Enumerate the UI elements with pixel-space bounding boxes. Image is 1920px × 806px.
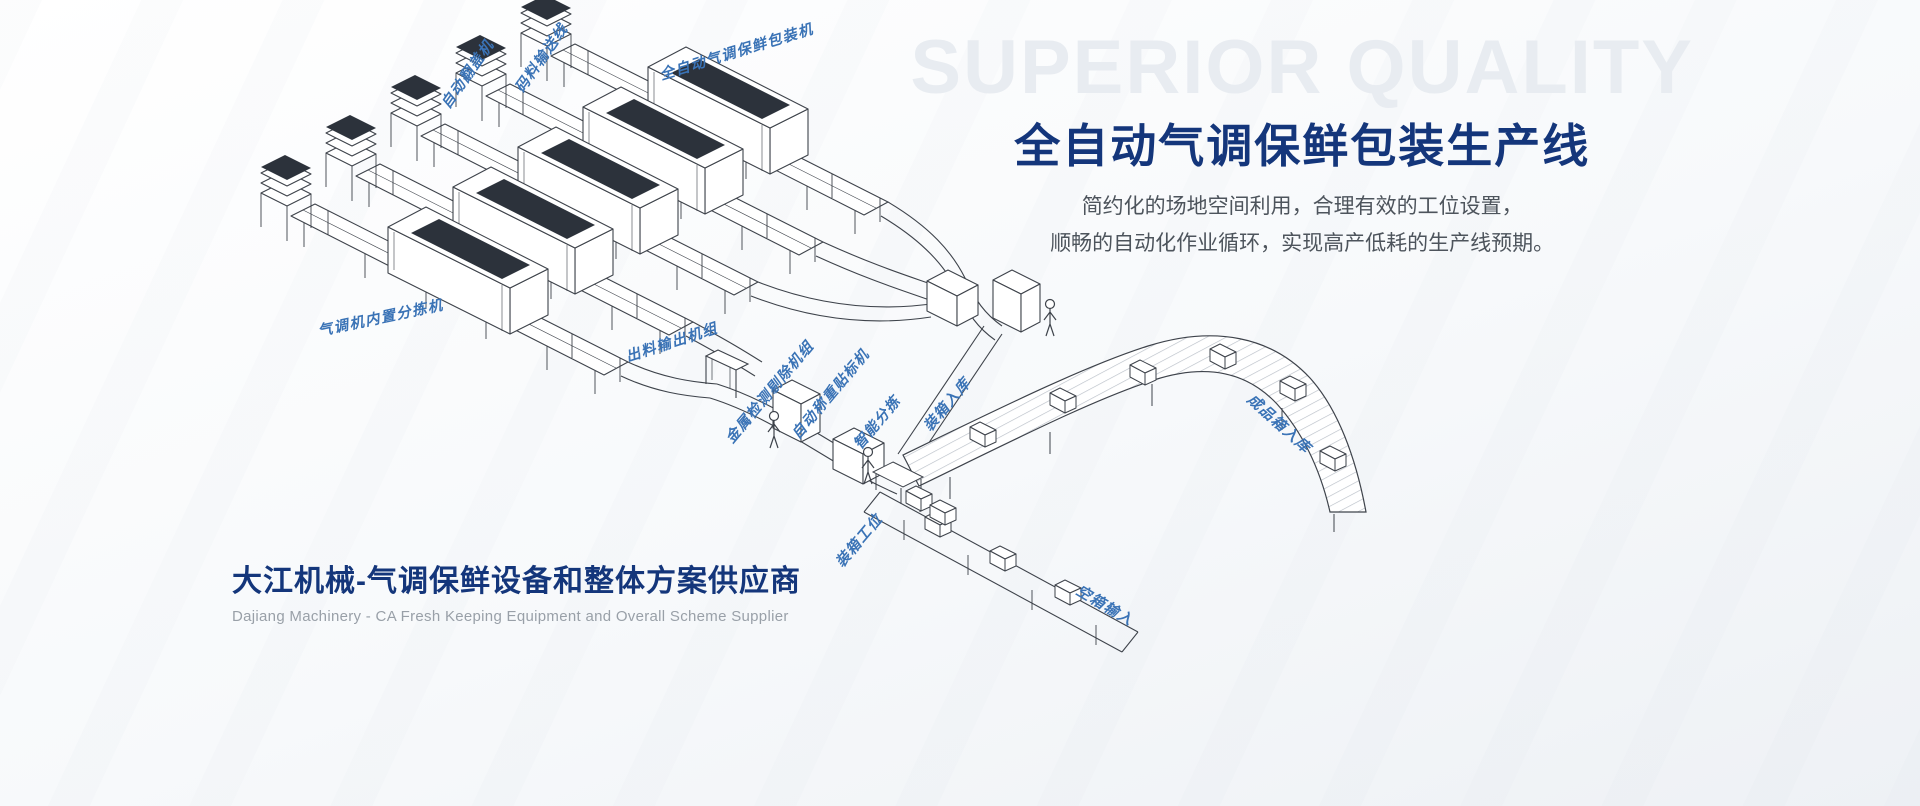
- empty-box-conveyor: [863, 491, 1139, 653]
- boxing-station-table: [871, 461, 925, 504]
- packaging-lines-cluster: [260, 0, 889, 395]
- footer-text-block: 大江机械-气调保鲜设备和整体方案供应商 Dajiang Machinery - …: [232, 556, 801, 625]
- worker-figure: [767, 410, 781, 449]
- storage-infeed-machine: [992, 269, 1041, 333]
- company-tagline-en: Dajiang Machinery - CA Fresh Keeping Equ…: [232, 608, 789, 625]
- worker-figure: [1043, 298, 1057, 337]
- case-packer-machine: [926, 269, 979, 327]
- metal-detector-machine: [705, 349, 749, 399]
- hero-subtitle-line-2: 顺畅的自动化作业循环，实现高产低耗的生产线预期。: [1050, 232, 1555, 255]
- hero-subtitle-line-1: 简约化的场地空间利用，合理有效的工位设置，: [1081, 195, 1523, 218]
- hero-text-block: SUPERIOR QUALITY 全自动气调保鲜包装生产线 简约化的场地空间利用…: [910, 30, 1694, 262]
- company-tagline: 大江机械-气调保鲜设备和整体方案供应商: [232, 565, 801, 598]
- page-title: 全自动气调保鲜包装生产线: [1014, 120, 1591, 172]
- weigh-label-machine: [772, 379, 821, 443]
- watermark-text: SUPERIOR QUALITY: [910, 25, 1694, 110]
